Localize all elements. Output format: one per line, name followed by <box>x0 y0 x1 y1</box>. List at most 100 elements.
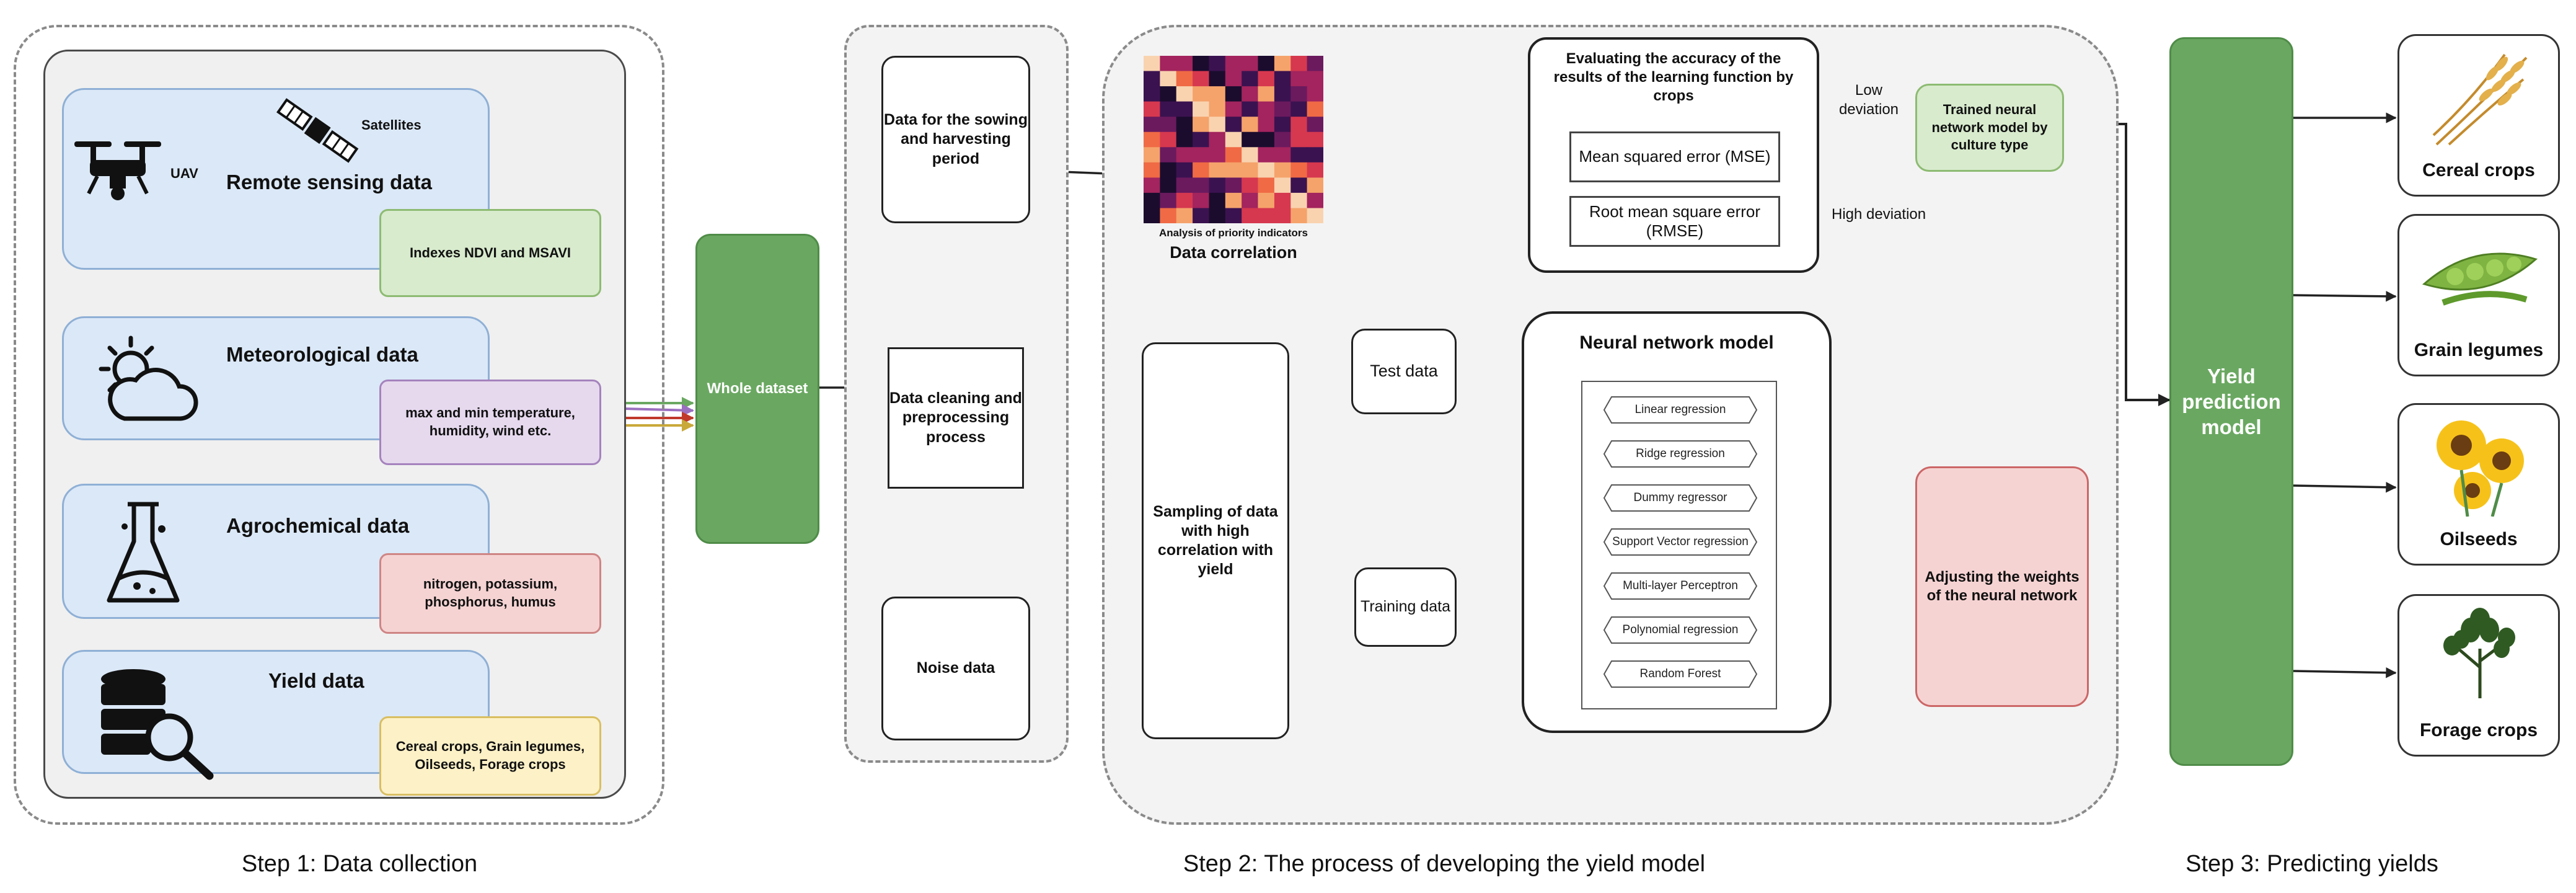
soil-elements-chip: nitrogen, potassium, phosphorus, humus <box>379 553 601 634</box>
model-item-shape <box>1603 528 1758 556</box>
heatmap-cell <box>1176 131 1193 148</box>
heatmap-cell <box>1242 101 1259 117</box>
heatmap-cell <box>1209 101 1226 117</box>
nn-model-title: Neural network model <box>1579 332 1774 353</box>
heatmap-cell <box>1242 162 1259 178</box>
heatmap-cell <box>1258 71 1275 87</box>
heatmap-cell <box>1258 147 1275 163</box>
adjusting-weights-box: Adjusting the weights of the neural netw… <box>1915 466 2089 707</box>
heatmap-cell <box>1225 71 1242 87</box>
heatmap-cell <box>1290 162 1308 178</box>
heatmap-cell <box>1193 56 1209 71</box>
step2-label: Step 2: The process of developing the yi… <box>1183 851 1706 877</box>
ndvi-msavi-chip: Indexes NDVI and MSAVI <box>379 209 601 297</box>
heatmap-cell <box>1209 208 1226 224</box>
heatmap-cell <box>1258 56 1275 71</box>
heatmap-cell <box>1307 56 1324 71</box>
heatmap-cell <box>1209 177 1226 193</box>
arrow-to-legumes <box>2293 291 2397 302</box>
heatmap-cell <box>1274 86 1291 102</box>
heatmap-cell <box>1242 117 1259 133</box>
yield-prediction-model-block: Yield prediction model <box>2169 37 2293 766</box>
step1-label: Step 1: Data collection <box>241 851 478 877</box>
model-item: Random Forest <box>1603 660 1758 688</box>
cleaning-preprocessing-box: Data cleaning and preprocessing process <box>888 347 1024 489</box>
heatmap-cell <box>1176 71 1193 87</box>
step1-group <box>14 25 664 825</box>
crop-card-oilseeds: Oilseeds <box>2397 403 2560 566</box>
heatmap-cell <box>1144 131 1160 148</box>
heatmap-cell <box>1209 117 1226 133</box>
heatmap-cell <box>1225 56 1242 71</box>
heatmap-cell <box>1225 131 1242 148</box>
arrow-to-oilseeds <box>2293 481 2397 493</box>
model-item-label: Random Forest <box>1639 667 1721 680</box>
heatmap-cell <box>1160 101 1177 117</box>
model-item-label: Dummy regressor <box>1633 491 1727 504</box>
heatmap-cell <box>1160 71 1177 87</box>
heatmap-cell <box>1274 162 1291 178</box>
heatmap-cell <box>1144 192 1160 208</box>
heatmap-cell <box>1258 101 1275 117</box>
heatmap-cell <box>1242 56 1259 71</box>
heatmap-cell <box>1193 71 1209 87</box>
heatmap-cell <box>1193 162 1209 178</box>
heatmap-cell <box>1209 162 1226 178</box>
crop-name-oilseeds: Oilseeds <box>2440 529 2518 549</box>
heatmap-cell <box>1274 208 1291 224</box>
heatmap-cell <box>1176 177 1193 193</box>
high-deviation-label: High deviation <box>1832 206 1926 223</box>
heatmap-cell <box>1290 192 1308 208</box>
heatmap-cell <box>1193 117 1209 133</box>
heatmap-cell <box>1290 177 1308 193</box>
heatmap-cell <box>1258 177 1275 193</box>
test-data-box: Test data <box>1351 329 1457 414</box>
heatmap-cell <box>1176 147 1193 163</box>
model-item-label: Polynomial regression <box>1622 623 1739 636</box>
low-deviation-label: Low deviation <box>1838 82 1899 118</box>
heatmap-cell <box>1307 131 1324 148</box>
clover-icon <box>2443 608 2515 698</box>
heatmap-cell <box>1144 101 1160 117</box>
model-item-shape <box>1603 616 1758 644</box>
heatmap-cell <box>1258 131 1275 148</box>
heatmap-cell <box>1274 101 1291 117</box>
heatmap-cell <box>1193 177 1209 193</box>
heatmap-cell <box>1242 192 1259 208</box>
whole-dataset-block: Whole dataset <box>695 234 819 544</box>
pea-pod-icon <box>2422 252 2538 306</box>
heatmap-cell <box>1290 101 1308 117</box>
heatmap-cell <box>1209 131 1226 148</box>
heatmap-cell <box>1225 162 1242 178</box>
model-item: Support Vector regression <box>1603 528 1758 556</box>
heatmap-cell <box>1176 56 1193 71</box>
heatmap-cell <box>1258 192 1275 208</box>
step3-label: Step 3: Predicting yields <box>2186 851 2438 877</box>
model-item-shape <box>1603 396 1758 424</box>
heatmap-cell <box>1176 162 1193 178</box>
heatmap-cell <box>1290 147 1308 163</box>
heatmap-cell <box>1242 147 1259 163</box>
heatmap-cell <box>1144 177 1160 193</box>
heatmap-cell <box>1160 192 1177 208</box>
heatmap-cell <box>1209 192 1226 208</box>
heatmap-cell <box>1274 117 1291 133</box>
evaluating-accuracy-box: Evaluating the accuracy of the results o… <box>1528 37 1819 273</box>
heatmap-cell <box>1242 177 1259 193</box>
heatmap-cell <box>1258 208 1275 224</box>
model-item: Ridge regression <box>1603 440 1758 468</box>
heatmap-grid <box>1144 56 1324 224</box>
heatmap-cell <box>1144 208 1160 224</box>
heatmap-cell <box>1242 71 1259 87</box>
training-data-box: Training data <box>1354 567 1457 647</box>
crop-name-legumes: Grain legumes <box>2414 340 2544 360</box>
correlation-heatmap <box>1144 56 1324 224</box>
flask-icon <box>107 502 180 603</box>
satellites-label: Satellites <box>361 117 421 133</box>
crop-card-cereal: Cereal crops <box>2397 34 2560 197</box>
heatmap-cell <box>1193 101 1209 117</box>
model-item: Linear regression <box>1603 396 1758 424</box>
heatmap-cell <box>1144 117 1160 133</box>
